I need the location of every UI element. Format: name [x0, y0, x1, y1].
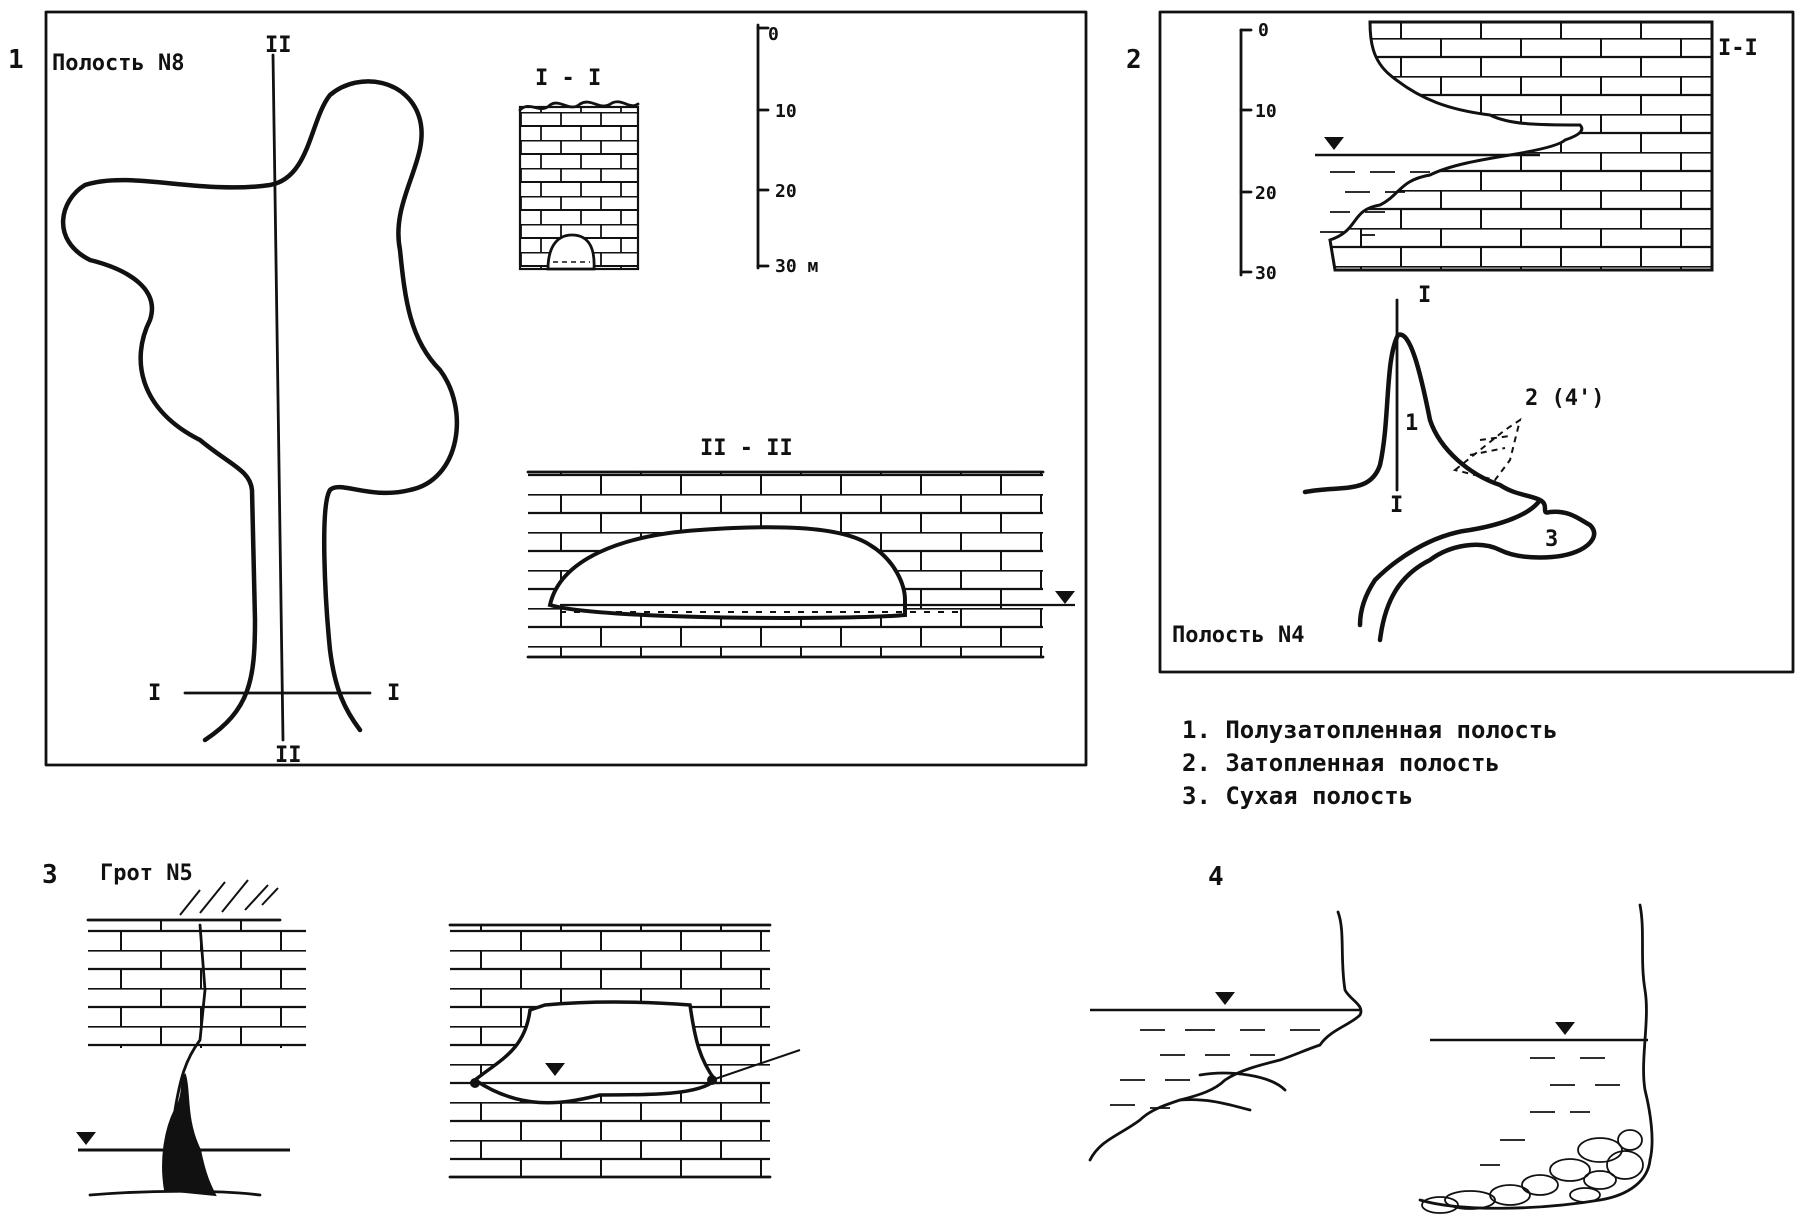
cave-4-marker-2: 2 (4')	[1525, 386, 1604, 411]
legend: 1. Полузатопленная полость 2. Затопленна…	[1182, 716, 1558, 810]
scale-2-tick-30: 30	[1255, 263, 1277, 284]
cave-4-section-top-label: I	[1418, 283, 1431, 308]
scale-1-tick-10: 10	[775, 101, 797, 122]
cave-4-flooded-branch	[1452, 417, 1522, 482]
water-level-marker-2	[1324, 137, 1344, 150]
panel-1-frame	[44, 10, 1088, 767]
cave-4-marker-3: 3	[1545, 527, 1558, 552]
grotto-5-section-cavity	[472, 1000, 718, 1105]
scale-2-tick-20: 20	[1255, 183, 1277, 204]
cave-4-marker-1: 1	[1405, 411, 1418, 436]
water-level-marker-5	[1215, 992, 1235, 1005]
cave-8-section-cavity	[547, 525, 907, 620]
panel-3-title: Грот N5	[100, 861, 193, 886]
legend-item-2: 2. Затопленная полость	[1182, 749, 1500, 777]
section-I-I-title-2: I-I	[1718, 36, 1758, 61]
legend-item-1: 1. Полузатопленная полость	[1182, 716, 1558, 744]
water-level-marker-4	[545, 1063, 565, 1076]
panel-1-number: 1	[8, 45, 24, 75]
panel-4-number: 4	[1208, 862, 1224, 892]
section-I-right-label: I	[387, 681, 400, 706]
grotto-5-fissure	[173, 923, 207, 1112]
scale-1-tick-20: 20	[775, 181, 797, 202]
slope-2-water-dashes	[1480, 1057, 1620, 1166]
panel-2: 2 0 10 20 30 I-I I I	[1126, 10, 1795, 674]
section-II-top-label: II	[265, 33, 292, 58]
panel-2-number: 2	[1126, 45, 1142, 75]
grotto-5-rain-hatching	[179, 879, 279, 916]
scale-2-tick-0: 0	[1258, 20, 1269, 41]
water-level-marker-6	[1555, 1022, 1575, 1035]
panel-1-title: Полость N8	[52, 51, 184, 76]
cave-4-plan-outline	[1302, 332, 1597, 643]
panel-2-frame	[1158, 10, 1795, 674]
cave-4-section-bottom-label: I	[1390, 493, 1403, 518]
panel-2-title: Полость N4	[1172, 623, 1304, 648]
panel-3: 3 Грот N5	[42, 860, 801, 1197]
cave-4-section-rock	[1328, 20, 1714, 272]
water-level-marker-3	[76, 1132, 96, 1145]
section-II-line	[271, 53, 285, 742]
scale-2-tick-10: 10	[1255, 101, 1277, 122]
slope-1-bank	[1088, 910, 1363, 1162]
slope-2-rockfall	[1421, 1129, 1644, 1214]
legend-item-3: 3. Сухая полость	[1182, 782, 1413, 810]
slope-2-bank	[1638, 903, 1654, 1162]
cave-8-plan-outline	[60, 79, 460, 743]
section-II-bottom-label: II	[275, 743, 302, 768]
scale-1-tick-0: 0	[768, 24, 779, 45]
section-I-I-cavity	[546, 233, 596, 271]
water-level-marker-1	[1055, 591, 1075, 604]
section-I-I-title: I - I	[535, 66, 601, 91]
grotto-5-deposit	[162, 1073, 217, 1197]
scale-1-tick-30: 30 м	[775, 256, 819, 277]
cave-4-water-dashes	[1320, 171, 1430, 236]
grotto-5-leader-line	[711, 1049, 801, 1081]
slope-1-water-dashes	[1110, 1029, 1320, 1109]
panel-1: 1 Полость N8 II II I I I - I 0 10 20 30 …	[8, 10, 1088, 768]
section-I-left-label: I	[148, 681, 161, 706]
panel-4: 4	[1088, 862, 1654, 1214]
panel-3-number: 3	[42, 860, 58, 890]
grotto-5-rock	[88, 920, 306, 1048]
section-II-II-title: II - II	[700, 436, 793, 461]
section-I-I-top-edge	[518, 100, 640, 112]
